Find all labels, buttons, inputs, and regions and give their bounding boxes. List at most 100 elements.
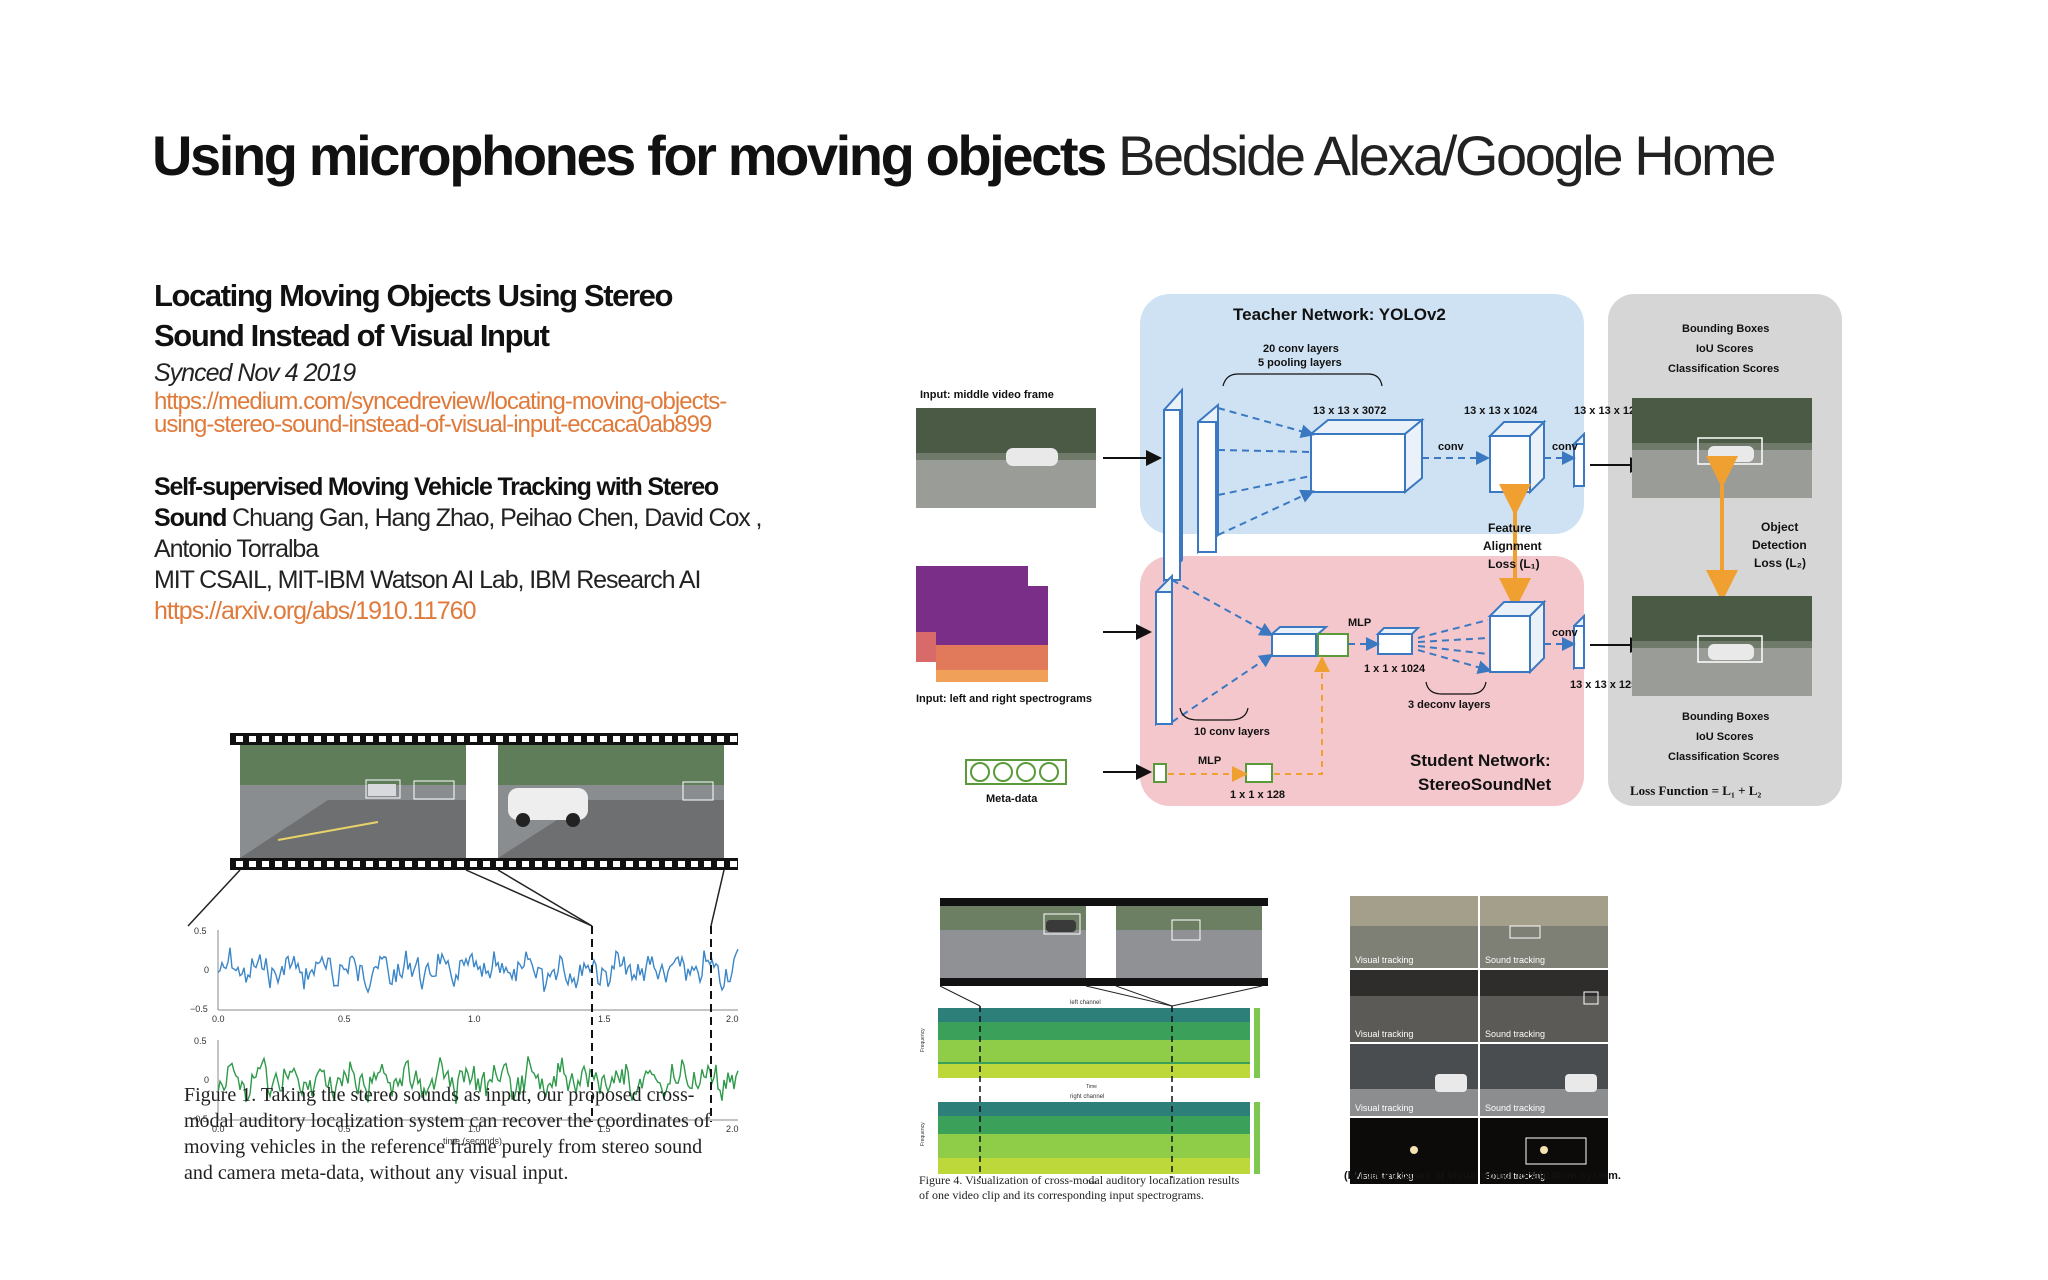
reference1-link-line2[interactable]: using-stereo-sound-instead-of-visual-inp… <box>154 411 712 438</box>
reference2-title-authors: Sound Chuang Gan, Hang Zhao, Peihao Chen… <box>154 503 814 534</box>
bbox-top-line2: IoU Scores <box>1696 343 1753 355</box>
xtick-top-3: 1.0 <box>468 1014 481 1024</box>
mlp-label-2: MLP <box>1198 755 1221 767</box>
failure-label-4: Sound tracking <box>1485 1029 1545 1039</box>
reference1-link-line1[interactable]: https://medium.com/syncedreview/locating… <box>154 388 727 415</box>
waveform-top <box>217 947 739 994</box>
xtick-bot-2: 0.5 <box>338 1124 351 1134</box>
figure4-caption-line1: Figure 4. Visualization of cross-modal a… <box>919 1173 1240 1187</box>
failure-label-8: Sound tracking <box>1485 1171 1545 1181</box>
feature-alignment-line1: Feature <box>1488 521 1532 535</box>
ytick-bot-2: 0 <box>204 1075 209 1085</box>
dim-125-top: 13 x 13 x 125 <box>1574 405 1641 417</box>
xtick-top-1: 0.0 <box>212 1014 225 1024</box>
mlp-label-1: MLP <box>1348 617 1371 629</box>
feature-alignment-line3: Loss (L₁) <box>1488 557 1540 571</box>
student-panel <box>1140 556 1584 806</box>
figure1-caption-line2: modal auditory localization system can r… <box>184 1110 711 1132</box>
reference2-link[interactable]: https://arxiv.org/abs/1910.11760 <box>154 597 476 625</box>
reference1-meta: Synced Nov 4 2019 <box>154 359 356 387</box>
film-strip <box>230 733 738 870</box>
conv-label-1: conv <box>1438 441 1465 453</box>
ytick-bot-3: −0.5 <box>190 1114 208 1124</box>
freq-label-2: Frequency <box>920 1122 926 1146</box>
failure-label-7: Visual tracking <box>1355 1171 1413 1181</box>
bbox-bottom-line2: IoU Scores <box>1696 731 1753 743</box>
student-title-line2: StereoSoundNet <box>1418 775 1552 794</box>
ytick-top-2: 0 <box>204 965 209 975</box>
references: Locating Moving Objects Using Stereo Sou… <box>154 276 814 627</box>
student-conv-blocks <box>1155 573 1585 727</box>
student-title-line1: Student Network: <box>1410 751 1551 770</box>
teacher-title: Teacher Network: YOLOv2 <box>1233 305 1446 324</box>
reference2-title-line2: Sound <box>154 504 227 532</box>
xtick-top-2: 0.5 <box>338 1014 351 1024</box>
reference2-authors-line1: Chuang Gan, Hang Zhao, Peihao Chen, Davi… <box>232 504 762 532</box>
input-frame-label: Input: middle video frame <box>920 389 1054 401</box>
figure1-caption: Figure 1. Taking the stereo sounds as in… <box>184 1082 764 1186</box>
slide-title: Using microphones for moving objects Bed… <box>152 128 1776 184</box>
conv-label-2: conv <box>1552 441 1579 453</box>
slide-title-bold: Using microphones for moving objects <box>152 124 1107 187</box>
failure-label-3: Visual tracking <box>1355 1029 1413 1039</box>
failure-label-6: Sound tracking <box>1485 1103 1545 1113</box>
figure1-caption-line4: and camera meta-data, without any visual… <box>184 1162 569 1184</box>
xtick-bot-4: 1.5 <box>598 1124 611 1134</box>
figure4-caption: Figure 4. Visualization of cross-modal a… <box>919 1173 1299 1203</box>
object-detection-line3: Loss (L₂) <box>1754 556 1806 570</box>
failure-label-2: Sound tracking <box>1485 955 1545 965</box>
conv-label-3: conv <box>1552 627 1579 639</box>
dim-1024: 13 x 13 x 1024 <box>1464 405 1538 417</box>
loss-function: Loss Function = L₁ + L₂ <box>1630 783 1761 798</box>
figure4-caption-line2: of one video clip and its corresponding … <box>919 1188 1204 1202</box>
teacher-panel <box>1140 294 1584 534</box>
waveform-bottom <box>217 1056 739 1104</box>
bbox-top-line3: Classification Scores <box>1668 363 1779 375</box>
ytick-top-1: 0.5 <box>194 926 207 936</box>
right-channel-label: right channel <box>1070 1094 1104 1100</box>
feature-alignment-line2: Alignment <box>1483 539 1542 553</box>
three-deconv-label: 3 deconv layers <box>1408 699 1491 711</box>
teacher-conv-blocks <box>1163 387 1585 583</box>
object-detection-line1: Object <box>1761 520 1798 534</box>
conv-note-line2: 5 pooling layers <box>1258 357 1342 369</box>
figure4-graphic: left channel Time Frequency right channe… <box>920 898 1268 1186</box>
reference2-title-line1: Self-supervised Moving Vehicle Tracking … <box>154 473 719 501</box>
xlabel-time: time (seconds) <box>443 1136 502 1146</box>
architecture-diagram: Teacher Network: YOLOv2 20 conv layers 5… <box>916 294 1842 806</box>
ytick-bot-1: 0.5 <box>194 1036 207 1046</box>
waveform-axes: 0.5 0 −0.5 0.5 0 −0.5 0.0 0.5 1.0 1.5 2.… <box>190 926 739 1146</box>
reference2: Self-supervised Moving Vehicle Tracking … <box>154 472 814 627</box>
dim-1x1x1024: 1 x 1 x 1024 <box>1364 663 1426 675</box>
meta-data-label: Meta-data <box>986 793 1038 805</box>
failure-label-5: Visual tracking <box>1355 1103 1413 1113</box>
xtick-bot-1: 0.0 <box>212 1124 225 1134</box>
object-detection-line2: Detection <box>1752 538 1807 552</box>
spectrogram-label: Input: left and right spectrograms <box>916 693 1092 705</box>
dim-3072: 13 x 13 x 3072 <box>1313 405 1386 417</box>
figure-b-graphic: Visual tracking Sound tracking Visual tr… <box>1350 896 1608 1184</box>
ytick-top-3: −0.5 <box>190 1004 208 1014</box>
figure1-graphic: 0.5 0 −0.5 0.5 0 −0.5 0.0 0.5 1.0 1.5 2.… <box>187 733 739 1146</box>
failure-grid <box>1350 896 1608 1184</box>
bbox-bottom-line3: Classification Scores <box>1668 751 1779 763</box>
figure1-caption-line3: moving vehicles in the reference frame p… <box>184 1136 703 1158</box>
reference1-title-line1: Locating Moving Objects Using Stereo <box>154 278 673 313</box>
figure-b-caption: (b) Failure cases of visual object local… <box>1344 1170 1621 1182</box>
time-label-2: Time <box>1086 1180 1097 1186</box>
conv-note-line1: 20 conv layers <box>1263 343 1339 355</box>
xtick-top-4: 1.5 <box>598 1014 611 1024</box>
xtick-bot-5: 2.0 <box>726 1124 739 1134</box>
reference2-affiliations: MIT CSAIL, MIT-IBM Watson AI Lab, IBM Re… <box>154 566 701 594</box>
dim-1x1x128: 1 x 1 x 128 <box>1230 789 1285 801</box>
bbox-top-line1: Bounding Boxes <box>1682 323 1769 335</box>
reference2-authors-line2: Antonio Torralba <box>154 535 319 563</box>
figure1-caption-line1: Figure 1. Taking the stereo sounds as in… <box>184 1084 695 1106</box>
freq-label-1: Frequency <box>920 1028 926 1052</box>
bbox-bottom-line1: Bounding Boxes <box>1682 711 1769 723</box>
xtick-top-5: 2.0 <box>726 1014 739 1024</box>
ten-conv-label: 10 conv layers <box>1194 726 1270 738</box>
dim-125-bottom: 13 x 13 x 125 <box>1570 679 1637 691</box>
slide-title-light: Bedside Alexa/Google Home <box>1118 124 1776 187</box>
xtick-bot-3: 1.0 <box>468 1124 481 1134</box>
